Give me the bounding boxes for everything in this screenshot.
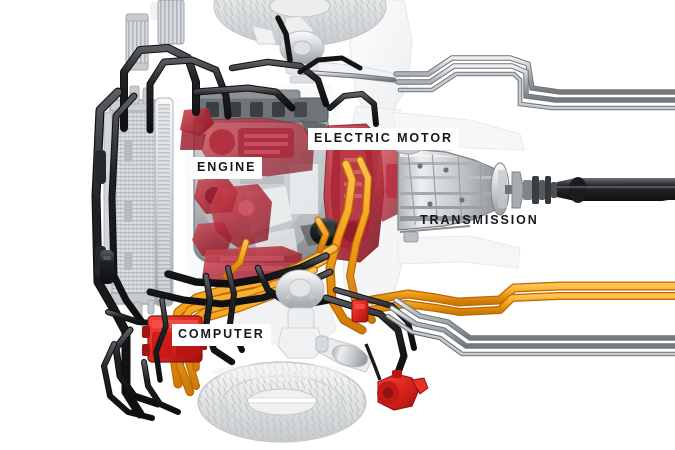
front-tire-bottom — [197, 361, 367, 443]
transmission — [393, 137, 510, 243]
coolant-hoses-upper — [120, 15, 379, 134]
black-canister — [100, 250, 114, 284]
label-transmission: TRANSMISSION — [420, 213, 539, 227]
driveshaft — [505, 171, 675, 209]
label-electric-motor: ELECTRIC MOTOR — [308, 128, 459, 150]
hv-connector-red — [351, 299, 369, 323]
label-engine: ENGINE — [191, 157, 263, 179]
universal-joint — [532, 176, 557, 204]
auxiliary-pump-red — [364, 343, 429, 411]
fuel-and-brake-lines-top — [297, 55, 675, 111]
fuel-and-brake-lines-bottom — [385, 297, 675, 357]
front-suspension-bottom — [275, 269, 373, 373]
label-computer: COMPUTER — [172, 324, 271, 346]
